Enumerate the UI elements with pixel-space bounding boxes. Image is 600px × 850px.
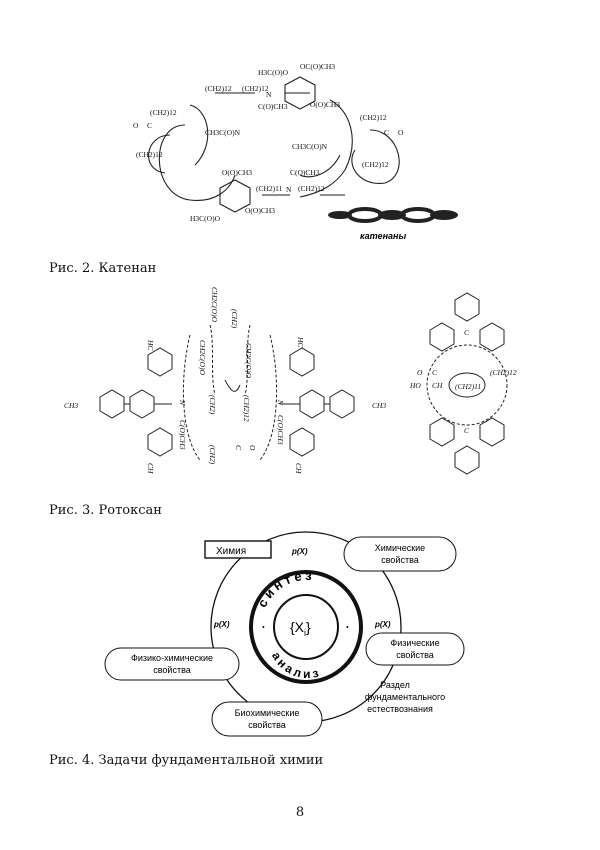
caption-fig3: Рис. 3. Ротоксан: [49, 503, 162, 518]
catenane-structure: H3C(O)O OC(O)CH3 (CH2)12 N (CH2)12 C(O)C…: [133, 62, 458, 241]
chemistry-diagram: Химия p(X) p(X) p(X) p(X) синтез анализ …: [104, 531, 465, 737]
section-line3: естествознания: [367, 704, 433, 714]
label-ch2-bot: (CH2): [208, 445, 217, 465]
label-c-mid: C: [432, 368, 438, 377]
figure-catenane: H3C(O)O OC(O)CH3 (CH2)12 N (CH2)12 C(O)C…: [0, 55, 600, 255]
chain-image: [328, 207, 458, 223]
pill-chemical: Химические свойства: [343, 536, 457, 572]
px-top: p(X): [291, 547, 308, 556]
px-left: p(X): [213, 620, 230, 629]
figure-rotaxane: CH3 CH3 HC HC CH CH CH2C(O)O (CH2) CH2C(…: [0, 285, 600, 495]
label-n-right: N: [276, 399, 285, 406]
label-c-left: C: [147, 121, 152, 130]
label-ch3con: CH3C(O)N: [205, 128, 241, 137]
label-n-bot: N: [286, 185, 292, 194]
section-line1: Раздел: [380, 680, 410, 690]
label-oac-bot2: O(O)CH3: [245, 206, 275, 215]
section-line2: фундаментального: [365, 692, 445, 702]
label-o-left: O: [133, 121, 139, 130]
label-o-right: O: [398, 128, 404, 137]
label-oac-top: OC(O)CH3: [300, 62, 335, 71]
label-ch2-left2: (CH2)12: [136, 150, 163, 159]
label-ch2-inner: (CH2)11: [455, 382, 481, 391]
label-ch2-12: (CH2)12: [242, 395, 251, 422]
chemistry-box: [204, 540, 272, 559]
label-ch2-outer: (CH2)12: [490, 368, 517, 377]
label-ch2-bot: (CH2)11: [256, 184, 283, 193]
pill-biochem-line1: Биохимические: [235, 708, 300, 718]
label-c-o-ch3: C(O)CH3: [276, 415, 285, 445]
label-ch-bot-right: CH: [294, 463, 303, 474]
label-n-left: N: [178, 399, 187, 406]
label-hc: HC: [146, 339, 155, 351]
analysis-label: анализ: [269, 649, 323, 681]
label-ch3con-b: CH3C(O)N: [292, 142, 328, 151]
center-set: {Xi}: [290, 619, 311, 638]
label-ch2-left: (CH2)12: [150, 108, 177, 117]
label-c-bot: C: [464, 426, 470, 435]
px-right: p(X): [374, 620, 391, 629]
pill-physical-line1: Физические: [390, 638, 439, 648]
label-ch2c-o: CH2C(O)O: [198, 340, 207, 376]
label-ch3-right: CH3: [372, 401, 386, 410]
pill-physchem-line1: Физико-химические: [131, 653, 213, 663]
synthesis-analysis-ring: [249, 570, 363, 684]
label-hc-right: HC: [296, 336, 305, 348]
label-ring-a-top: (CH2)12: [205, 84, 232, 93]
label-ch2a: (CH2): [230, 309, 239, 329]
label-ch3-left: CH3: [64, 401, 78, 410]
label-ch2co: CH2C(O)O: [210, 287, 219, 323]
label-c-right: C: [384, 128, 389, 137]
label-ring-b-top: (CH2)12: [242, 84, 269, 93]
inner-circle: [273, 594, 339, 660]
label-coch3-b: C(O)CH3: [290, 168, 320, 177]
label-coch3-a: C(O)CH3: [258, 102, 288, 111]
pill-physical: Физические свойства: [365, 632, 465, 666]
label-ch2c-o2: CH2C(O)O: [244, 343, 253, 379]
page-number: 8: [295, 805, 305, 820]
label-c-o-n: C(O)CH3: [178, 420, 187, 450]
figure-fundamental-chemistry: Химия p(X) p(X) p(X) p(X) синтез анализ …: [0, 530, 600, 745]
pill-chemical-line2: свойства: [381, 555, 419, 565]
label-c-top: C: [464, 328, 470, 337]
label-o1: O: [248, 445, 257, 451]
ring-dot-right: •: [346, 623, 349, 632]
label-c1: C: [234, 445, 243, 451]
label-oac-bot1: O(O)CH3: [222, 168, 252, 177]
pill-biochem: Биохимические свойства: [211, 701, 323, 737]
label-ch2-right2: (CH2)12: [362, 160, 389, 169]
chemistry-box-label: Химия: [216, 546, 246, 557]
pill-physical-line2: свойства: [396, 650, 434, 660]
caption-fig4: Рис. 4. Задачи фундаментальной химии: [49, 753, 324, 768]
pill-biochem-line2: свойства: [248, 720, 286, 730]
ring-dot-left: •: [262, 623, 265, 632]
label-ch2b: (CH2): [208, 395, 217, 415]
label-ch-bot: CH: [146, 463, 155, 474]
label-h3c-bot: H3C(O)O: [190, 214, 221, 223]
caption-fig2: Рис. 2. Катенан: [49, 261, 157, 276]
label-ch: CH: [432, 381, 443, 390]
chain-label: катенаны: [360, 231, 406, 241]
rotaxane-structure: CH3 CH3 HC HC CH CH CH2C(O)O (CH2) CH2C(…: [64, 287, 517, 475]
label-ch2-right: (CH2)12: [360, 113, 387, 122]
pill-physchem-line2: свойства: [153, 665, 191, 675]
label-oac-mid: O(O)CH3: [310, 100, 340, 109]
label-n-top: N: [266, 90, 272, 99]
label-ch2-bot2: (CH2)12: [298, 184, 325, 193]
label-h3c-top: H3C(O)O: [258, 68, 289, 77]
label-o: O: [417, 368, 423, 377]
label-ho: HO: [409, 381, 421, 390]
pill-chemical-line1: Химические: [375, 543, 425, 553]
pill-physchem: Физико-химические свойства: [104, 647, 240, 681]
